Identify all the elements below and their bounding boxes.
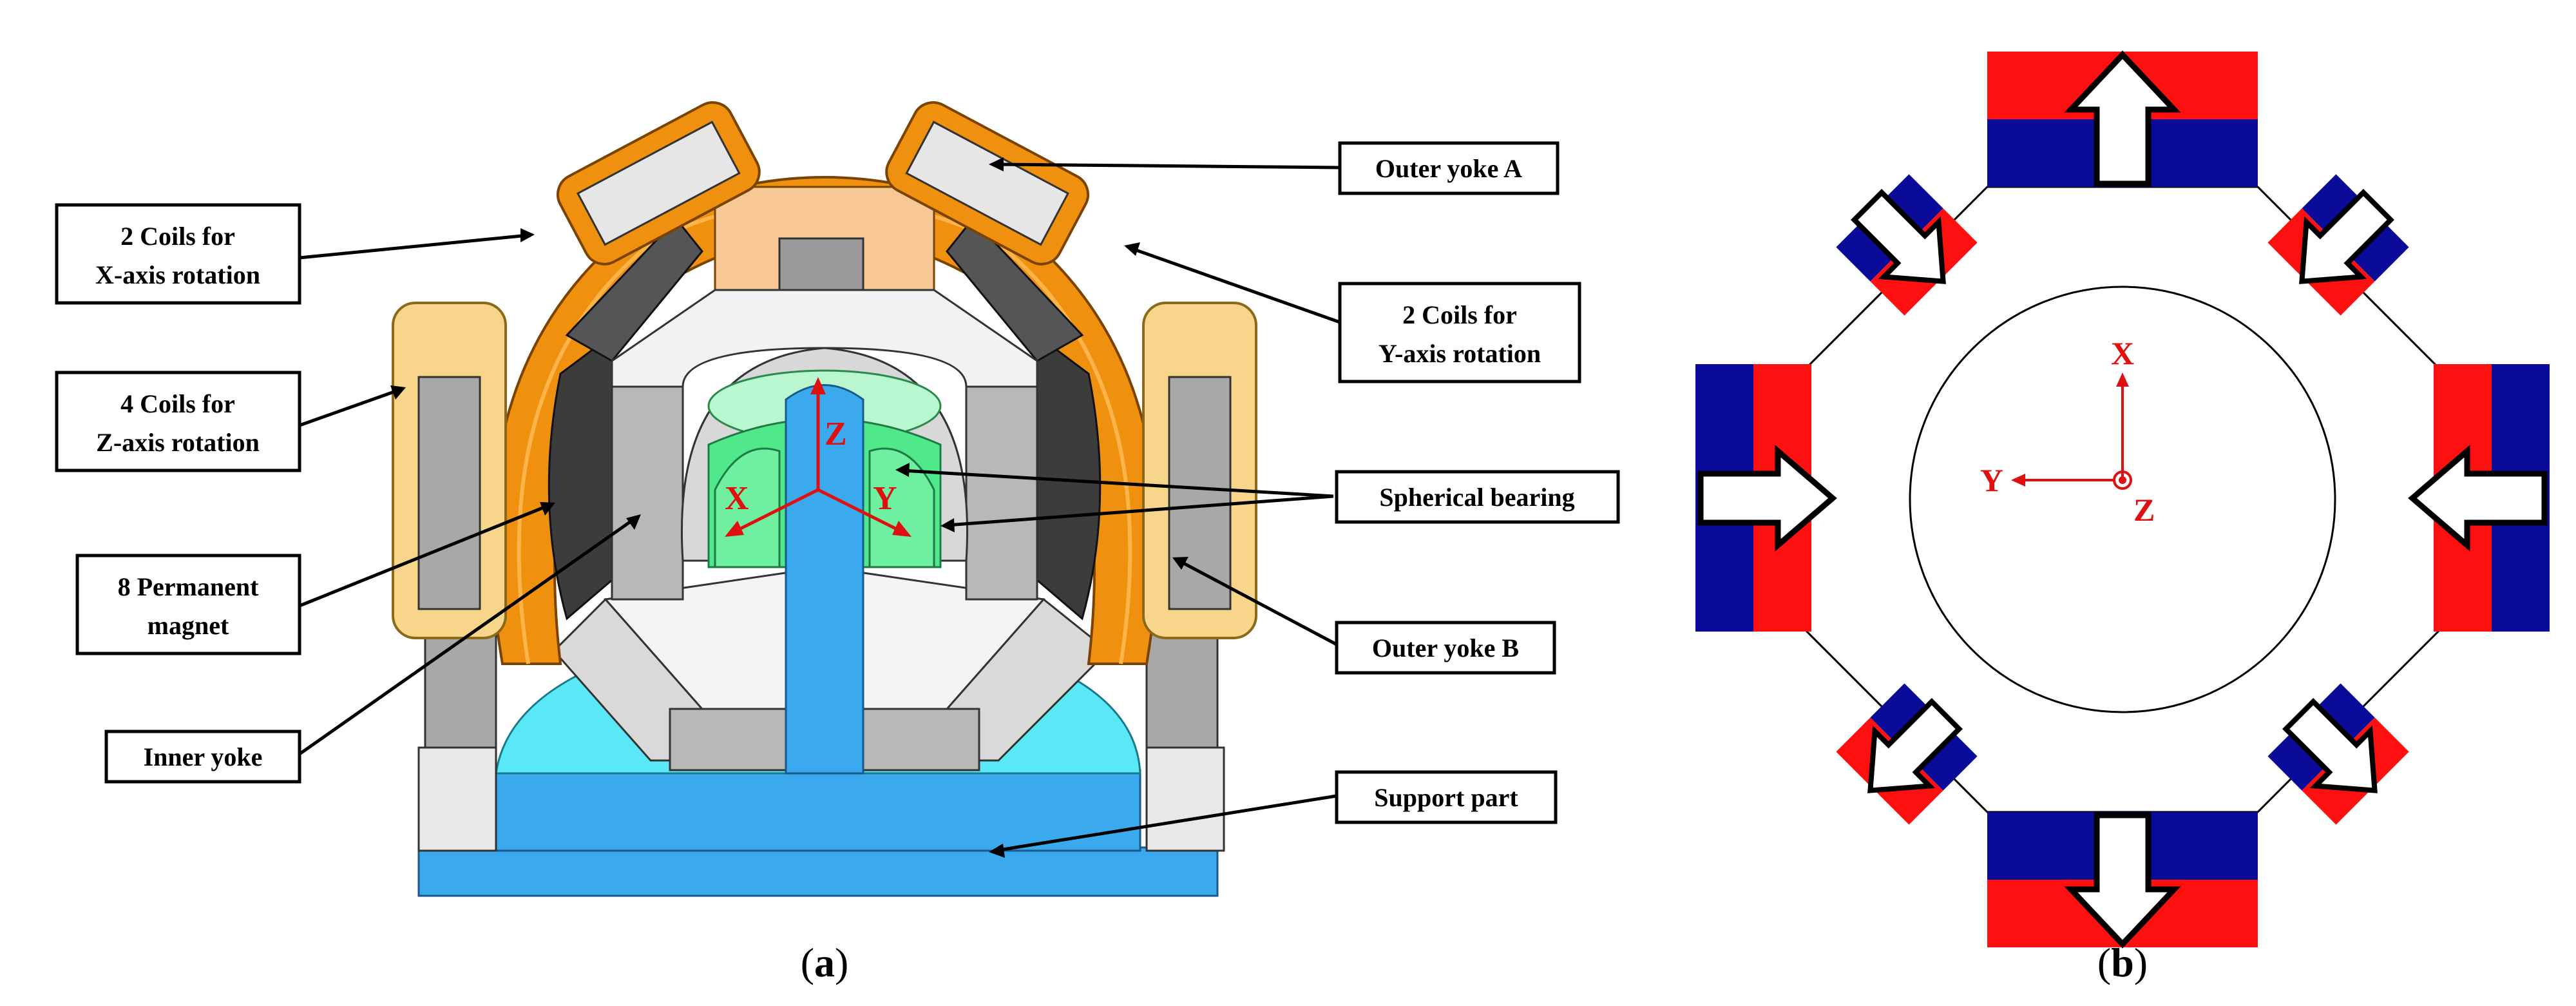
magnet-upper-right [946,217,1084,362]
panel-b-axis-triad [2011,372,2132,490]
coil-z-right [1142,302,1257,639]
panel-a-illustration: Z X Y [392,101,1257,897]
magnet-right [1036,333,1102,621]
label-coils-x-line1: 2 Coils for [120,222,235,251]
label-magnet: 8 Permanent magnet [75,554,301,655]
label-outer-yoke-a-text: Outer yoke A [1375,154,1522,183]
caption-a: (a) [801,940,849,985]
label-magnet-line2: magnet [148,611,229,640]
inner-yoke-post-right [965,385,1038,601]
label-coils-z: 4 Coils for Z-axis rotation [55,371,301,472]
label-inner-yoke-text: Inner yoke [144,742,263,771]
label-inner-yoke: Inner yoke [104,730,301,784]
panel-a-axis-x: X [725,480,749,517]
rotor-circle [1909,285,2336,713]
top-inner-slot [778,237,864,291]
label-support-part-text: Support part [1374,783,1518,812]
magnet-bottom [1987,812,2258,949]
coil-x-axis [556,101,761,266]
label-coils-y-line2: Y-axis rotation [1379,339,1541,368]
arrow-right [2408,445,2548,552]
label-coils-y-line1: 2 Coils for [1402,300,1517,329]
bearing-right-ball [868,447,935,568]
magnet-bottom-left [1836,683,1978,825]
panel-b-axis-x: X [2111,335,2134,371]
label-outer-yoke-b: Outer yoke B [1335,621,1556,675]
panel-b-axis-y: Y [1980,462,2003,498]
label-coils-z-line2: Z-axis rotation [96,428,260,457]
panel-b-diagram: X Y Z [1695,50,2550,949]
coil-y-axis [885,101,1090,266]
magnet-upper-left [565,217,703,362]
panel-b-axis-z: Z [2133,492,2155,528]
magnet-top [1987,50,2258,187]
label-coils-x-line2: X-axis rotation [95,260,260,289]
panel-a-axis-y: Y [873,480,897,517]
label-coils-x: 2 Coils for X-axis rotation [55,203,301,305]
label-coils-z-line1: 4 Coils for [120,389,235,418]
label-coils-y: 2 Coils for Y-axis rotation [1338,282,1581,383]
inner-yoke-post-left [611,385,684,601]
magnet-left [548,333,613,621]
right-leg-foot [1145,746,1225,852]
magnet-bottom-right [2267,683,2409,825]
magnet-left-b [1695,364,1837,632]
magnet-right-b [2408,364,2550,632]
support-base-upper [495,769,1141,852]
label-outer-yoke-a: Outer yoke A [1338,141,1560,195]
coil-z-left [392,302,507,639]
magnet-top-right [2267,174,2409,316]
central-shaft [785,384,864,775]
magnet-top-left [1836,174,1978,316]
label-support-part: Support part [1335,770,1558,824]
bearing-left-ball [714,447,781,568]
panel-a-axis-triad [725,377,911,537]
support-base-lower [417,846,1219,897]
leader-lines-a [298,157,1340,858]
arrow-left [1697,445,1837,552]
panel-a-axis-z: Z [825,416,847,452]
arrow-top [2064,50,2181,187]
label-spherical-bearing-text: Spherical bearing [1379,483,1574,512]
left-leg-foot [417,746,497,852]
arrow-bottom [2064,812,2181,949]
caption-b: (b) [2097,940,2148,985]
label-spherical-bearing: Spherical bearing [1335,470,1620,524]
label-outer-yoke-b-text: Outer yoke B [1372,634,1519,663]
label-magnet-line1: 8 Permanent [118,572,260,601]
